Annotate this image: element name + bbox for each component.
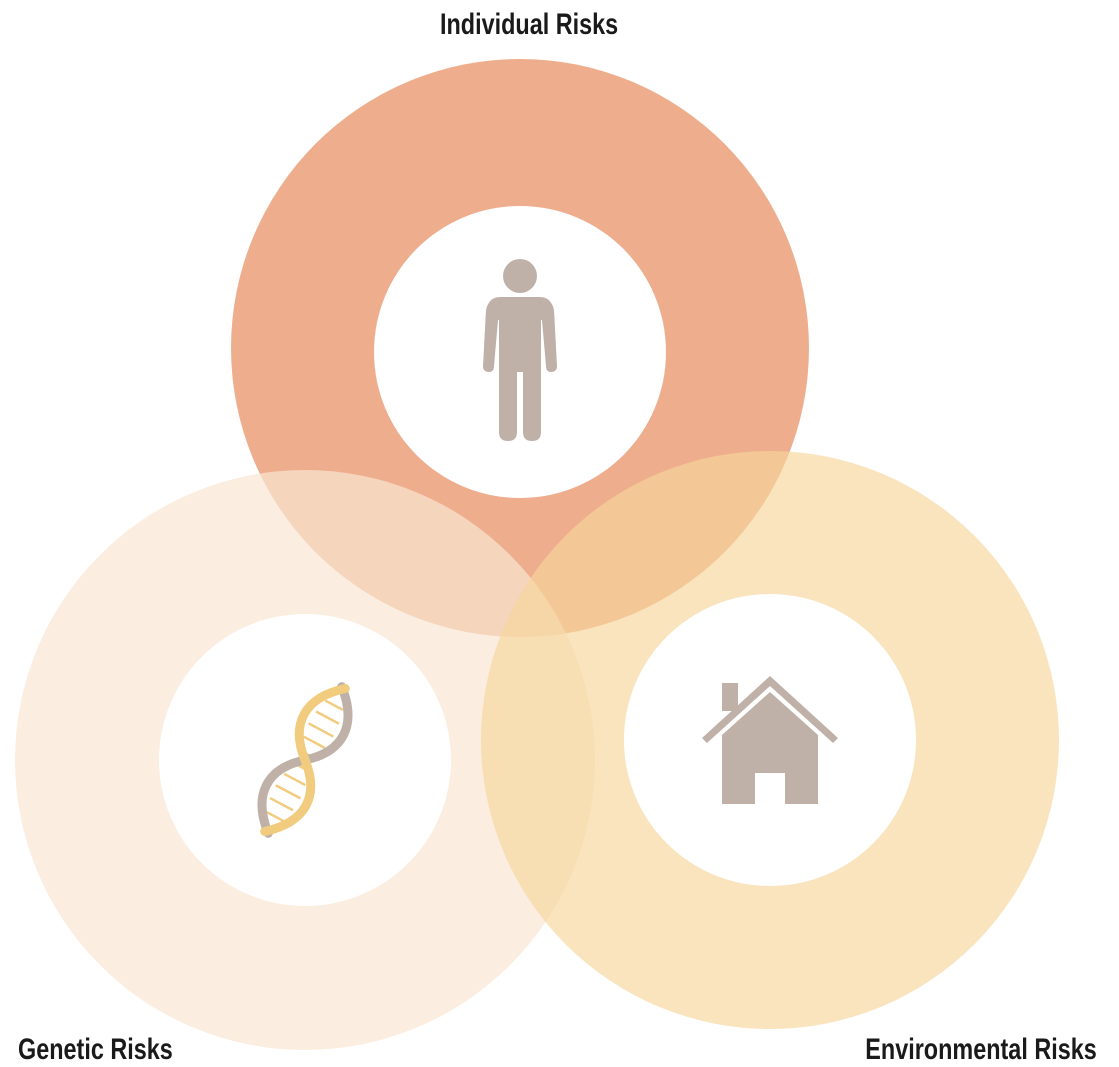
dna-icon [257, 682, 353, 838]
house-icon [702, 676, 838, 804]
individual-risks-label: Individual Risks [440, 8, 619, 41]
person-icon [483, 259, 557, 441]
genetic-risks-label: Genetic Risks [18, 1033, 173, 1066]
environmental-risks-label: Environmental Risks [865, 1033, 1097, 1066]
